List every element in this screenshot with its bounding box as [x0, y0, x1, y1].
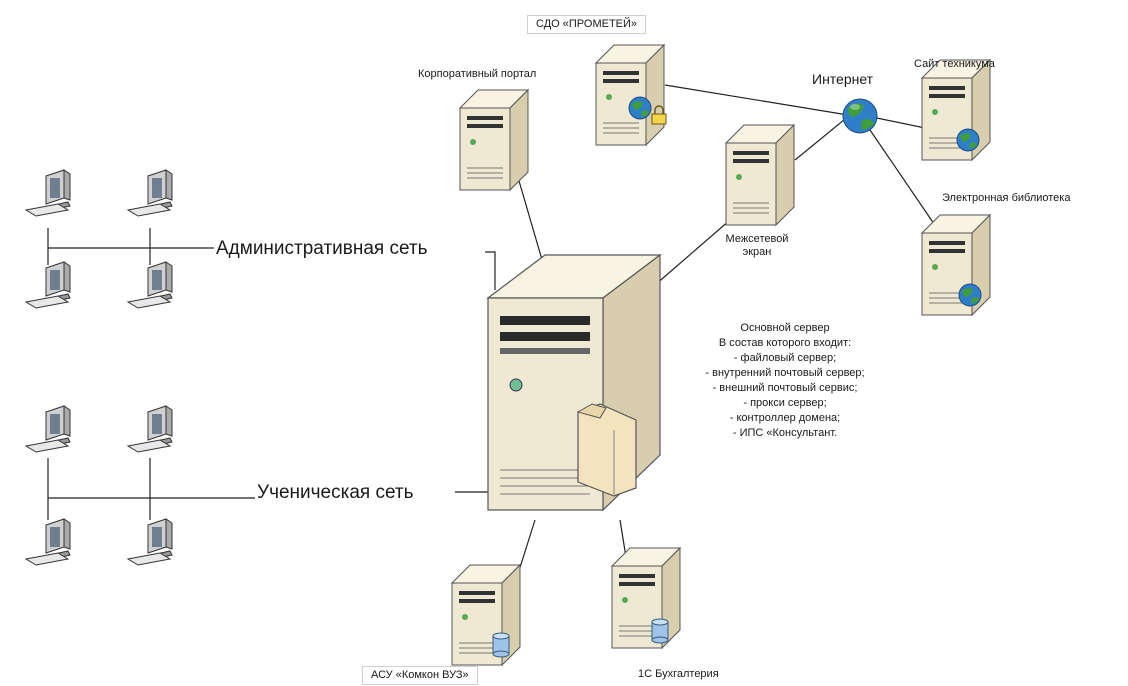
line-internet-library	[869, 129, 946, 241]
label-internet: Интернет	[812, 71, 874, 87]
workstation-icon	[127, 405, 173, 453]
main-server-component: - ИПС «Консультант.	[732, 427, 838, 439]
label-corp-portal: Корпоративный портал	[418, 68, 537, 80]
globe-icon	[956, 128, 980, 152]
database-icon	[492, 632, 510, 658]
server-sdo	[595, 44, 667, 146]
label-admin-network: Административная сеть	[214, 238, 430, 261]
internet-globe-icon	[842, 98, 878, 134]
label-firewall-line2: экран	[742, 246, 772, 259]
main-server-description: Основной сервер В состав которого входит…	[655, 321, 915, 441]
server-asu	[451, 564, 521, 666]
workstation-icon	[127, 169, 173, 217]
lock-icon	[651, 105, 667, 125]
label-sdo: СДО «ПРОМЕТЕЙ»	[527, 15, 647, 35]
line-main-firewall	[654, 219, 731, 286]
main-server-component: - контроллер домена;	[729, 412, 841, 424]
label-firewall: Межсетевой экран	[712, 233, 802, 259]
workstation-icon	[25, 405, 71, 453]
line-firewall-internet	[794, 114, 851, 161]
label-buh: 1С Бухгалтерия	[638, 668, 719, 680]
workstation-icon	[127, 518, 173, 566]
label-site: Сайт техникума	[914, 58, 995, 70]
line-sdo-internet	[664, 84, 849, 116]
server-site	[921, 59, 991, 161]
workstation-icon	[25, 169, 71, 217]
globe-icon	[628, 96, 652, 120]
server-library	[921, 214, 991, 316]
main-server-title: Основной сервер	[740, 322, 830, 334]
server-corp-portal	[459, 89, 529, 191]
folder-icon	[576, 403, 637, 497]
workstation-icon	[25, 261, 71, 309]
server-buh	[611, 547, 681, 649]
workstation-icon	[25, 518, 71, 566]
label-library: Электронная библиотека	[942, 192, 1071, 204]
main-server-icon	[486, 253, 662, 512]
connection-lines	[47, 84, 946, 616]
server-firewall	[725, 124, 795, 226]
line-admin-main	[485, 251, 496, 290]
main-server-component: - прокси сервер;	[743, 397, 827, 409]
main-server-component: - файловый сервер;	[733, 352, 837, 364]
main-server-component: - внешний почтовый сервис;	[712, 382, 858, 394]
globe-icon	[958, 283, 982, 307]
main-server-component: - внутренний почтовый сервер;	[705, 367, 865, 379]
label-student-network: Ученическая сеть	[255, 482, 416, 505]
line-internet-site	[871, 116, 926, 129]
main-server-subtitle: В состав которого входит:	[718, 337, 852, 349]
database-icon	[651, 618, 669, 644]
label-firewall-line1: Межсетевой	[725, 233, 789, 245]
workstation-icon	[127, 261, 173, 309]
label-asu: АСУ «Комкон ВУЗ»	[362, 666, 478, 686]
